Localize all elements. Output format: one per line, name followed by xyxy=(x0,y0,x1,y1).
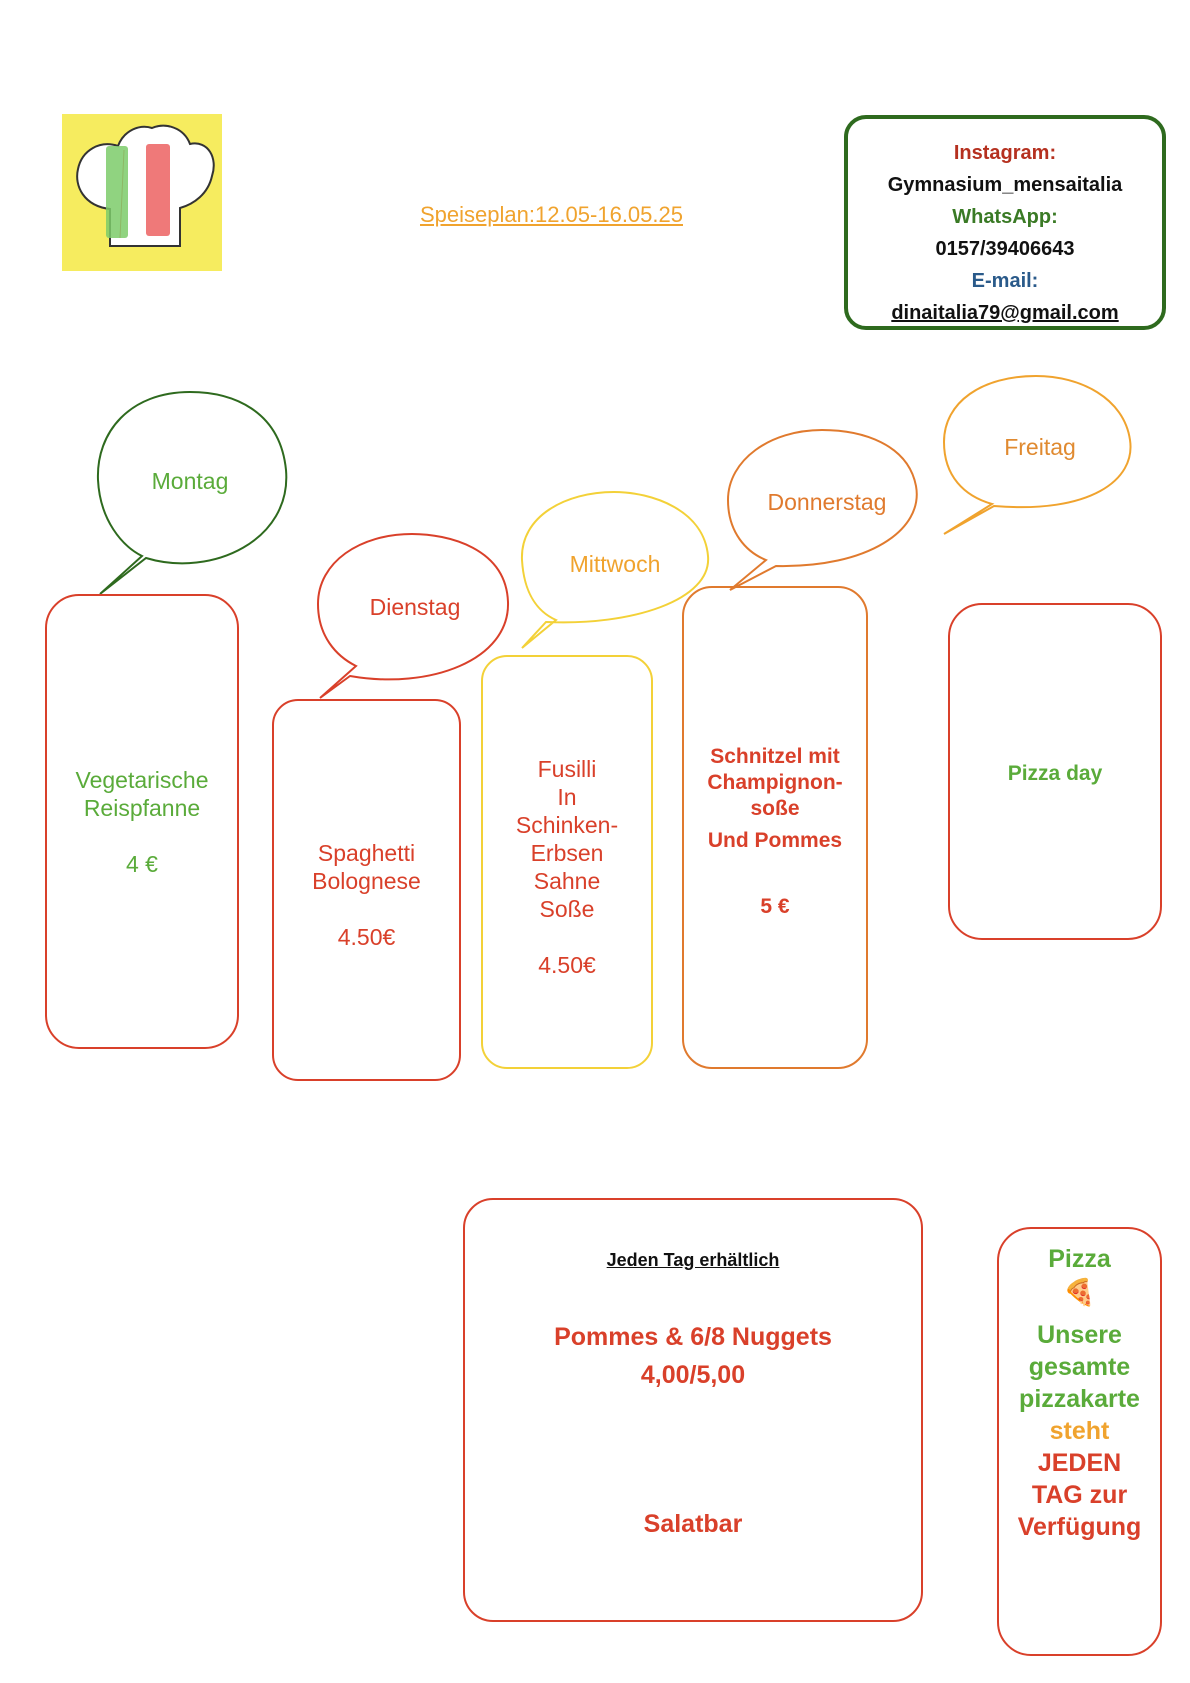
pizza-icon: 🍕 xyxy=(1063,1277,1096,1307)
dienstag-label: Dienstag xyxy=(369,594,461,620)
mittwoch-bubble xyxy=(520,490,710,649)
montag-price: 4 € xyxy=(126,851,158,877)
mittwoch-price: 4.50€ xyxy=(538,952,596,978)
pizza-line: gesamte xyxy=(1028,1353,1131,1381)
pizza-line: JEDEN xyxy=(1037,1449,1122,1477)
dienstag-bubble xyxy=(316,532,510,699)
salad-bar-label: Salatbar xyxy=(643,1510,743,1538)
whatsapp-number[interactable]: 0157/39406643 xyxy=(935,238,1075,260)
donnerstag-price: 5 € xyxy=(760,895,790,918)
mittwoch-dish-line: Soße xyxy=(539,896,595,922)
pizza-line: TAG zur xyxy=(1031,1481,1128,1509)
mittwoch-dish-line: Schinken- xyxy=(515,812,619,838)
mittwoch-dish-line: Erbsen xyxy=(530,840,604,866)
pizza-title: Pizza xyxy=(1048,1245,1111,1273)
logo xyxy=(62,114,222,271)
montag-menu-card: Vegetarische Reispfanne 4 € xyxy=(45,594,239,1049)
dienstag-dish-line1: Spaghetti xyxy=(317,840,416,866)
donnerstag-dish-line: Champignon- xyxy=(707,771,843,794)
pizza-line: Verfügung xyxy=(1017,1513,1142,1541)
pizza-line: pizzakarte xyxy=(1019,1385,1140,1413)
daily-offer-title: Jeden Tag erhältlich xyxy=(606,1250,780,1270)
pizza-line: steht xyxy=(1049,1417,1110,1445)
mittwoch-dish-line: Sahne xyxy=(533,868,601,894)
pizza-line: Unsere xyxy=(1037,1321,1122,1349)
montag-dish-line1: Vegetarische xyxy=(75,767,209,793)
freitag-label: Freitag xyxy=(1004,434,1076,460)
dienstag-price: 4.50€ xyxy=(337,924,396,950)
pizza-info-box: Pizza 🍕 Unsere gesamte pizzakarte steht … xyxy=(997,1227,1162,1656)
donnerstag-dish-line: soße xyxy=(750,797,800,820)
freitag-bubble xyxy=(942,374,1132,535)
mittwoch-label: Mittwoch xyxy=(569,551,661,577)
dienstag-menu-card: Spaghetti Bolognese 4.50€ xyxy=(272,699,461,1081)
mittwoch-dish-line: In xyxy=(557,784,577,810)
montag-label: Montag xyxy=(151,468,229,494)
dienstag-dish-line2: Bolognese xyxy=(312,868,421,894)
freitag-dish: Pizza day xyxy=(1007,762,1103,785)
donnerstag-bubble xyxy=(726,428,918,591)
montag-dish-line2: Reispfanne xyxy=(83,795,201,821)
daily-offer-box: Jeden Tag erhältlich Pommes & 6/8 Nugget… xyxy=(463,1198,923,1622)
mittwoch-menu-card: Fusilli In Schinken- Erbsen Sahne Soße 4… xyxy=(481,655,653,1069)
email-label: E-mail: xyxy=(971,270,1039,292)
freitag-menu-card: Pizza day xyxy=(948,603,1162,940)
donnerstag-side: Und Pommes xyxy=(707,829,843,852)
donnerstag-menu-card: Schnitzel mit Champignon- soße Und Pomme… xyxy=(682,586,868,1069)
donnerstag-dish-line: Schnitzel mit xyxy=(710,745,840,768)
donnerstag-label: Donnerstag xyxy=(767,489,887,515)
contact-box: Instagram: Gymnasium_mensaitalia WhatsAp… xyxy=(844,115,1166,330)
daily-offer-price: 4,00/5,00 xyxy=(640,1361,746,1389)
chef-hat-logo-icon xyxy=(62,114,222,271)
mittwoch-dish-line: Fusilli xyxy=(537,756,597,782)
instagram-label: Instagram: xyxy=(953,142,1057,164)
email-link[interactable]: dinaitalia79@gmail.com xyxy=(891,302,1119,324)
daily-offer-item: Pommes & 6/8 Nuggets xyxy=(554,1323,832,1351)
menu-title: Speiseplan:12.05-16.05.25 xyxy=(420,202,683,227)
montag-bubble xyxy=(96,390,288,595)
daily-offer-main: Pommes & 6/8 Nuggets 4,00/5,00 xyxy=(465,1318,921,1394)
instagram-handle[interactable]: Gymnasium_mensaitalia xyxy=(887,174,1123,196)
whatsapp-label: WhatsApp: xyxy=(952,206,1058,228)
